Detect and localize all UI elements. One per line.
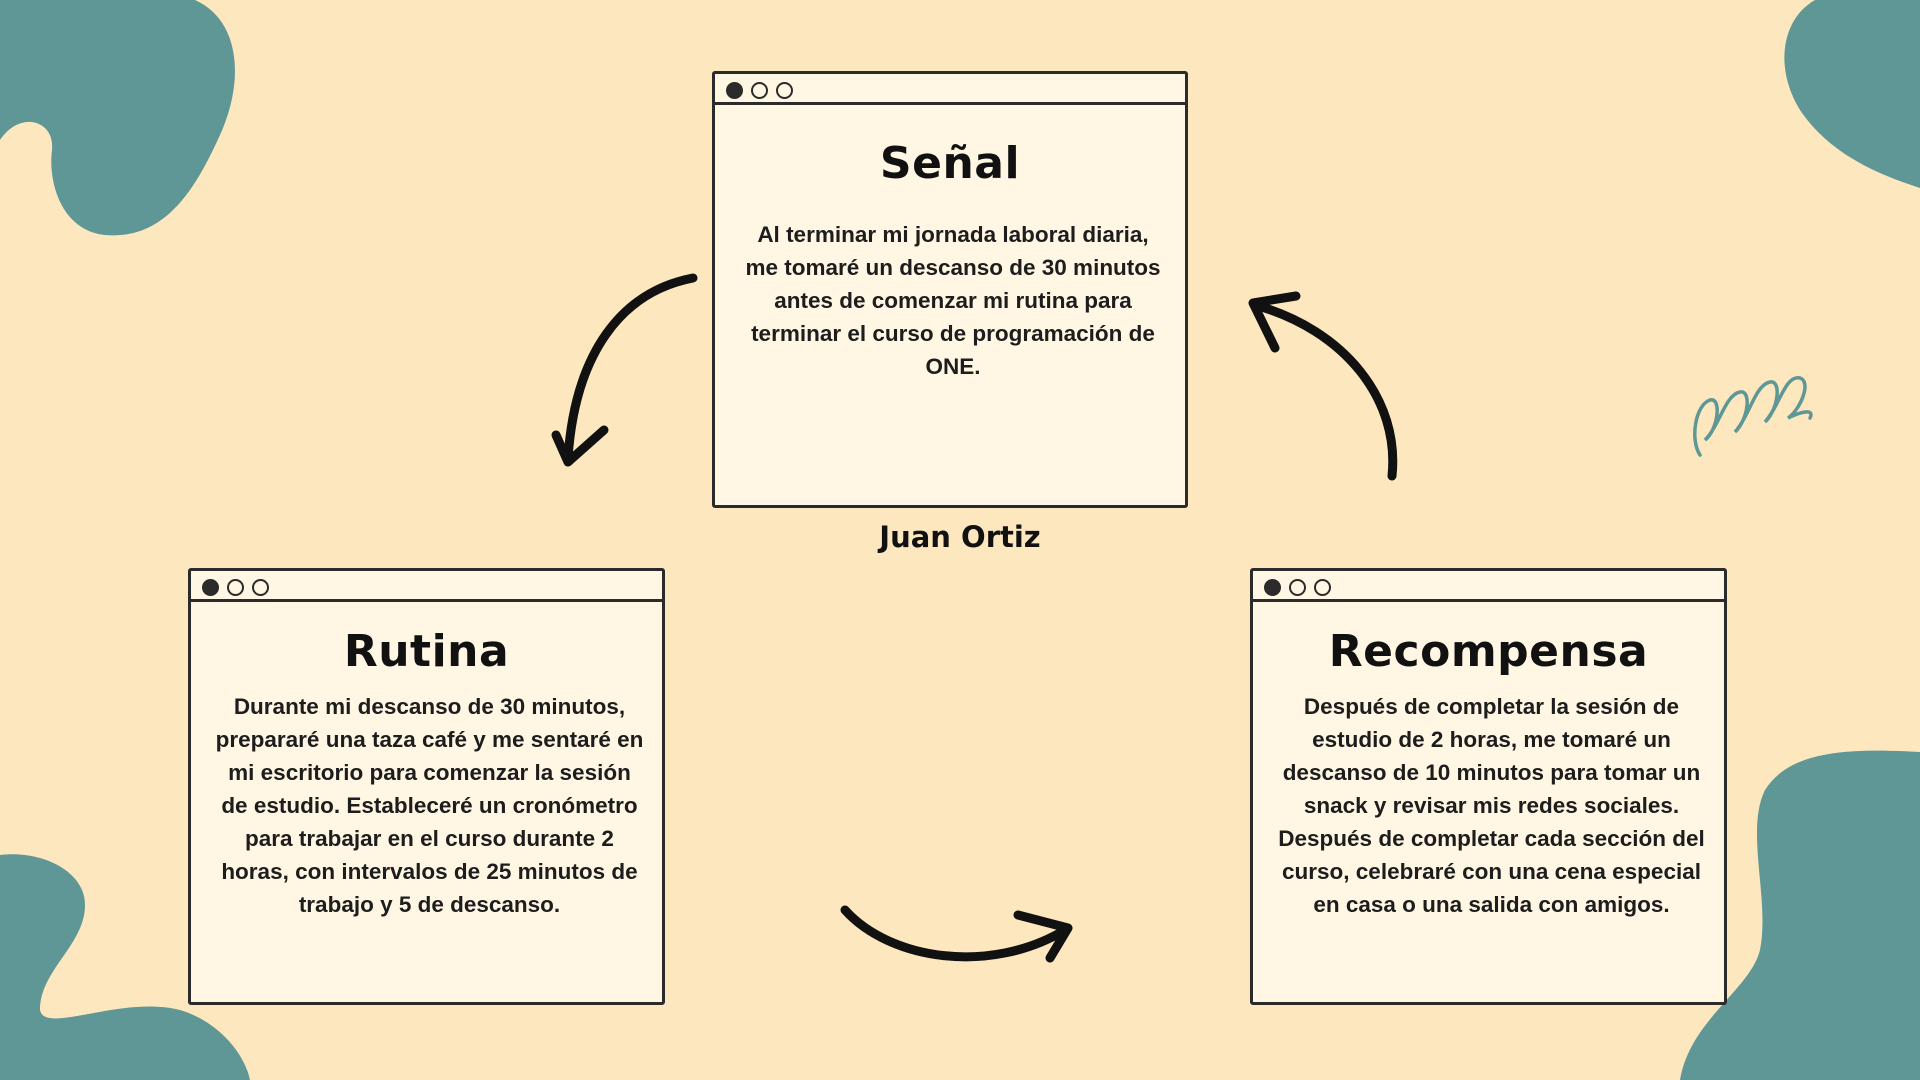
card-body-rutina: Durante mi descanso de 30 minutos, prepa… — [215, 694, 644, 917]
card-recompensa: Recompensa Después de completar la sesió… — [1250, 568, 1727, 1005]
window-dot-icon — [227, 579, 244, 596]
window-dot-icon — [776, 82, 793, 99]
window-dot-icon — [1289, 579, 1306, 596]
curved-arrow-icon-1 — [551, 273, 698, 467]
window-dot-icon — [1314, 579, 1331, 596]
window-titlebar — [1253, 571, 1724, 602]
window-titlebar — [191, 571, 662, 602]
curved-arrow-icon-2 — [840, 905, 1073, 963]
card-senal: Señal Al terminar mi jornada laboral dia… — [712, 71, 1188, 508]
card-title-rutina: Rutina — [343, 626, 510, 677]
author-name: Juan Ortiz — [879, 520, 1041, 554]
window-dot-icon — [1264, 579, 1281, 596]
window-titlebar — [715, 74, 1185, 105]
blob-bottom-right — [1680, 750, 1920, 1080]
window-dot-icon — [202, 579, 219, 596]
card-body-recompensa: Después de completar la sesión de estudi… — [1278, 694, 1705, 917]
window-dot-icon — [751, 82, 768, 99]
blob-top-left — [0, 0, 235, 236]
window-dot-icon — [726, 82, 743, 99]
window-dot-icon — [252, 579, 269, 596]
blob-bottom-left — [0, 854, 250, 1080]
blob-top-right — [1784, 0, 1920, 188]
squiggle-icon — [1693, 376, 1813, 457]
card-body-senal: Al terminar mi jornada laboral diaria, m… — [745, 222, 1161, 379]
card-title-recompensa: Recompensa — [1328, 626, 1649, 677]
card-rutina: Rutina Durante mi descanso de 30 minutos… — [188, 568, 665, 1005]
card-title-senal: Señal — [879, 138, 1021, 189]
curved-arrow-icon-3 — [1248, 291, 1398, 481]
